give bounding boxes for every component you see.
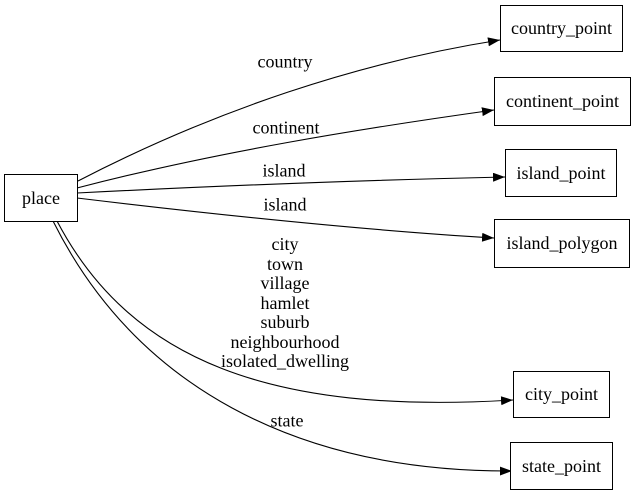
edge-place-state-point bbox=[52, 220, 513, 476]
edge-place-island-polygon bbox=[76, 197, 495, 242]
node-island-polygon: island_polygon bbox=[494, 219, 630, 268]
edge-label-island-polygon: island bbox=[263, 194, 307, 215]
node-place: place bbox=[4, 174, 78, 222]
edge-label-country: country bbox=[257, 51, 313, 72]
edge-label-continent: continent bbox=[252, 117, 320, 138]
node-island-point: island_point bbox=[505, 149, 617, 197]
node-continent-point: continent_point bbox=[494, 77, 631, 126]
node-country-point: country_point bbox=[500, 5, 623, 52]
edge-place-island-point bbox=[76, 172, 506, 194]
node-state-point: state_point bbox=[510, 442, 613, 490]
edge-place-city-point bbox=[56, 220, 514, 406]
node-city-point: city_point bbox=[513, 371, 610, 418]
edge-label-island-point: island bbox=[262, 160, 306, 181]
edge-label-city-variants: city town village hamlet suburb neighbou… bbox=[221, 233, 349, 371]
edge-place-country-point bbox=[77, 37, 501, 182]
edge-place-continent-point bbox=[76, 107, 495, 189]
edge-label-state: state bbox=[270, 410, 304, 431]
